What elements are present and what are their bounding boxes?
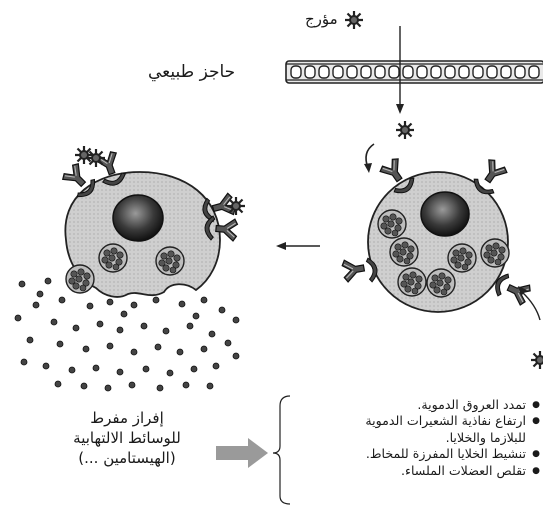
effects-list: تمدد العروق الدموية. ارتفاع نفاذية الشعي… (268, 397, 540, 479)
nucleus (113, 195, 163, 241)
degranulating-mast-cell (61, 146, 245, 297)
allergen-icon-top (345, 11, 363, 29)
epithelial-barrier (286, 61, 543, 83)
effect-item: تنشيط الخلايا المفرزة للمخاط. (268, 446, 540, 462)
effect-item: تمدد العروق الدموية. (268, 397, 540, 413)
allergen-label: مؤرج (305, 10, 338, 28)
release-line-3: (الهيستامين ...) (52, 448, 202, 468)
transition-arrow (276, 242, 320, 250)
barrier-label: حاجز طبيعي (148, 62, 235, 82)
allergen-icon-passed (396, 121, 414, 139)
nucleus (421, 192, 469, 236)
curved-arrow-to-cell (364, 144, 374, 173)
release-line-1: إفراز مفرط (52, 408, 202, 428)
mediator-release-text: إفراز مفرط للوسائط الالتهابية (الهيستامي… (52, 408, 202, 468)
allergen-icon-edge (531, 351, 543, 369)
release-line-2: للوسائط الالتهابية (52, 428, 202, 448)
grey-arrow (216, 438, 268, 468)
effect-item-continuation: للبلازما والخلايا. (268, 430, 540, 446)
sensitised-mast-cell (341, 156, 532, 312)
effect-item: تقلص العضلات الملساء. (268, 463, 540, 479)
effect-item: ارتفاع نفاذية الشعيرات الدموية (268, 413, 540, 429)
